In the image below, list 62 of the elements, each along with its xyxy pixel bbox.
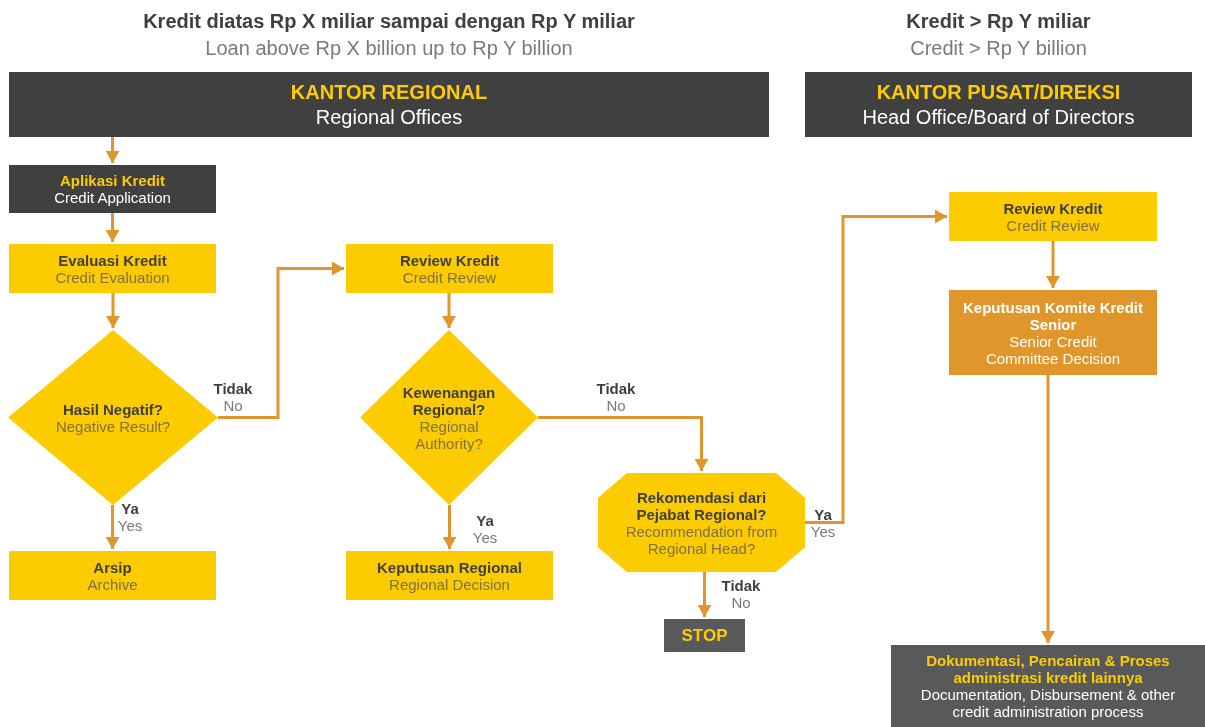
header-band [805, 72, 1192, 137]
arrow [218, 261, 344, 419]
edge-label: Ya Yes [809, 506, 837, 540]
box-title: Dokumentasi, Pencairan & Proses administrasi kredit lainnya [925, 652, 1171, 686]
process-box [346, 551, 553, 600]
box-subtitle: Credit Review [402, 268, 497, 286]
process-box [949, 290, 1157, 375]
box-subtitle: Recommendation from Regional Head? [624, 522, 779, 557]
box-title: Keputusan Komite Kredit Senior [962, 298, 1144, 333]
edge-label: Tidak No [595, 380, 637, 414]
box-subtitle: Regional Decision [389, 575, 510, 593]
box-subtitle: Documentation, Disbursement & other credit administration process [919, 686, 1177, 720]
box-title: Keputusan Regional [377, 558, 522, 576]
arrow [442, 293, 456, 328]
box-subtitle: Credit Review [1006, 216, 1100, 234]
box-subtitle: Archive [87, 575, 138, 593]
column-heading: Kredit > Rp Y miliar [905, 10, 1092, 33]
arrow [805, 209, 947, 524]
edge-label: Ya Yes [116, 500, 144, 534]
box-title: Evaluasi Kredit [58, 251, 167, 269]
process-box [9, 244, 216, 293]
arrow [106, 293, 120, 328]
decision-diamond [360, 330, 538, 505]
process-box [9, 551, 216, 600]
box-title: STOP [681, 627, 728, 644]
terminal-box [664, 619, 745, 652]
box-title: Kewenangan Regional? [401, 383, 497, 418]
box-title: Rekomendasi dari Pejabat Regional? [635, 488, 768, 523]
box-title: Hasil Negatif? [63, 400, 163, 418]
arrow [105, 137, 120, 163]
box-title: KANTOR PUSAT/DIREKSI [876, 79, 1121, 105]
arrow [442, 505, 457, 549]
box-subtitle: Credit Application [54, 189, 171, 206]
box-subtitle: Regional Offices [315, 104, 463, 130]
box-title: KANTOR REGIONAL [290, 79, 488, 105]
column-subheading: Credit > Rp Y billion [909, 37, 1088, 60]
edge-label: Ya Yes [471, 512, 499, 546]
column-heading: Kredit diatas Rp X miliar sampai dengan Rp Y miliar [142, 10, 636, 33]
box-subtitle: Head Office/Board of Directors [862, 104, 1135, 130]
arrow [538, 416, 709, 471]
box-title: Aplikasi Kredit [60, 172, 165, 189]
arrow [1041, 375, 1055, 643]
box-subtitle: Regional Authority? [415, 417, 483, 452]
arrow [105, 213, 120, 242]
arrow [1046, 241, 1060, 288]
decision-octagon [598, 473, 805, 572]
box-subtitle: Credit Evaluation [55, 268, 170, 286]
edge-label: Tidak No [720, 577, 762, 611]
edge-label: Tidak No [212, 380, 254, 414]
arrow [105, 505, 120, 549]
process-box [9, 165, 216, 213]
process-box [949, 192, 1157, 241]
header-band [9, 72, 769, 137]
process-box [346, 244, 553, 293]
box-title: Review Kredit [399, 251, 500, 269]
arrow [697, 572, 712, 617]
process-box [891, 645, 1205, 727]
box-title: Arsip [93, 558, 132, 576]
box-subtitle: Senior Credit Committee Decision [984, 332, 1122, 367]
box-subtitle: Negative Result? [55, 417, 171, 435]
column-subheading: Loan above Rp X billion up to Rp Y billion [204, 37, 574, 60]
box-title: Review Kredit [1003, 199, 1103, 217]
